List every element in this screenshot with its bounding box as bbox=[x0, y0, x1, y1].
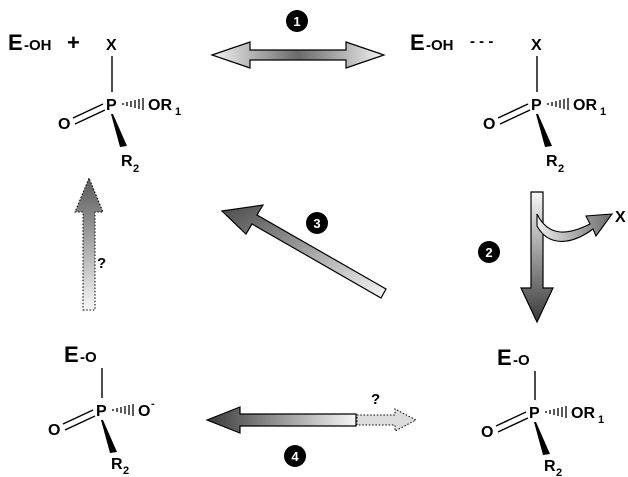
plus-sign: + bbox=[67, 30, 80, 55]
enzyme-label: E bbox=[8, 30, 23, 55]
hashed-wedge-bond bbox=[545, 406, 567, 418]
p-o-double-bond-a bbox=[497, 103, 529, 119]
reversible-binding-arrow bbox=[210, 41, 386, 69]
solid-wedge-bond bbox=[536, 114, 552, 147]
oxo-oxygen: O bbox=[481, 424, 493, 441]
subscript-one: 1 bbox=[175, 106, 181, 118]
p-o-double-bond-b bbox=[74, 109, 106, 125]
step-number: 4 bbox=[291, 449, 299, 464]
p-o-double-bond-a bbox=[495, 411, 527, 427]
ester-or-group: OR bbox=[148, 97, 172, 114]
oxo-oxygen: O bbox=[58, 116, 70, 133]
linking-oxygen: -O bbox=[80, 349, 97, 366]
reactant-complex: E -OH + X P O OR 1 R 2 bbox=[8, 30, 181, 175]
enzyme-label: E bbox=[410, 30, 425, 55]
subscript-one: 1 bbox=[598, 414, 604, 426]
reactivation-arrow bbox=[220, 204, 387, 299]
aging-arrow bbox=[205, 406, 357, 434]
aging-question-mark: ? bbox=[371, 391, 380, 408]
step-number: 2 bbox=[485, 245, 492, 260]
step-marker-3: 3 bbox=[306, 212, 328, 234]
p-o-double-bond-b bbox=[64, 415, 96, 431]
aged-enzyme: E -O P O O - R 2 bbox=[48, 342, 155, 477]
negative-charge: - bbox=[151, 398, 155, 410]
phosphorus-atom: P bbox=[529, 405, 540, 422]
step-marker-circle bbox=[306, 212, 328, 234]
oxo-oxygen: O bbox=[483, 116, 495, 133]
phosphorus-atom: P bbox=[106, 97, 117, 114]
leaving-group-x: X bbox=[106, 37, 117, 54]
departed-leaving-group-x: X bbox=[615, 209, 626, 226]
uncertain-reverse-arrow bbox=[74, 176, 104, 311]
subscript-two: 2 bbox=[133, 163, 139, 175]
p-o-double-bond-b bbox=[497, 417, 529, 433]
ester-or-group: OR bbox=[573, 97, 597, 114]
p-o-double-bond-a bbox=[62, 409, 94, 425]
subscript-two: 2 bbox=[123, 465, 129, 477]
step-number: 1 bbox=[293, 14, 300, 29]
hashed-wedge-bond bbox=[547, 98, 569, 110]
oxo-oxygen: O bbox=[48, 422, 60, 439]
hydrogen-bond-dashes: - - - bbox=[470, 33, 493, 50]
subscript-two: 2 bbox=[556, 467, 562, 477]
solid-wedge-bond bbox=[101, 420, 117, 453]
reverse-question-mark: ? bbox=[97, 255, 106, 272]
phosphorus-atom: P bbox=[531, 97, 542, 114]
step-marker-circle bbox=[286, 10, 308, 32]
enzyme-label: E bbox=[497, 345, 512, 370]
r-group: R bbox=[546, 153, 558, 170]
step-marker-circle bbox=[284, 445, 306, 467]
phosphylated-enzyme: E -O P O OR 1 R 2 bbox=[481, 345, 604, 477]
aging-uncertain-extension bbox=[356, 408, 418, 432]
r-group: R bbox=[544, 458, 556, 475]
subscript-one: 1 bbox=[600, 106, 606, 118]
solid-wedge-bond bbox=[534, 422, 550, 455]
leaving-group-x: X bbox=[531, 37, 542, 54]
hashed-wedge-bond bbox=[122, 98, 144, 110]
michaelis-complex: E -OH - - - X P O OR 1 R 2 bbox=[410, 30, 606, 175]
hydroxyl-label: -OH bbox=[24, 37, 52, 54]
step-marker-4: 4 bbox=[284, 445, 306, 467]
r-group: R bbox=[121, 153, 133, 170]
step-marker-circle bbox=[478, 241, 500, 263]
subscript-two: 2 bbox=[558, 163, 564, 175]
oxyanion: O bbox=[138, 403, 150, 420]
step-marker-2: 2 bbox=[478, 241, 500, 263]
leaving-group-departure-arrow bbox=[536, 213, 614, 242]
enzyme-label: E bbox=[64, 342, 79, 367]
linking-oxygen: -O bbox=[513, 352, 530, 369]
solid-wedge-bond bbox=[111, 114, 127, 147]
p-o-double-bond-b bbox=[499, 109, 531, 125]
step-marker-1: 1 bbox=[286, 10, 308, 32]
phosphorus-atom: P bbox=[96, 403, 107, 420]
hashed-wedge-bond bbox=[112, 404, 134, 416]
r-group: R bbox=[111, 456, 123, 473]
phosphylation-arrow bbox=[520, 191, 554, 324]
hydroxyl-label: -OH bbox=[426, 37, 454, 54]
p-o-double-bond-a bbox=[72, 103, 104, 119]
step-number: 3 bbox=[313, 216, 320, 231]
ester-or-group: OR bbox=[571, 405, 595, 422]
